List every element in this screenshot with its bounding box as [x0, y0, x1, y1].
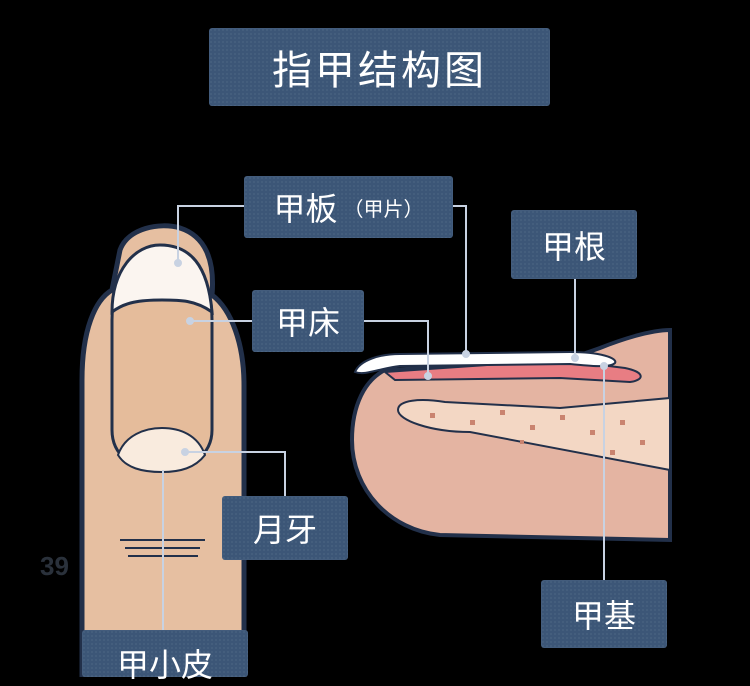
- label-cuticle: 甲小皮: [82, 630, 248, 684]
- label-nail-plate-alt: （甲片）: [343, 196, 424, 221]
- label-nail-plate: 甲板 （甲片）: [244, 176, 453, 238]
- watermark-text: 39: [40, 551, 69, 581]
- label-nail-root: 甲根: [511, 210, 637, 279]
- label-nail-bed: 甲床: [252, 290, 364, 352]
- bone-shape: [396, 396, 671, 472]
- nail-plate-side: [353, 350, 617, 375]
- nail-free-edge: [110, 243, 214, 316]
- label-nail-plate-text: 甲板: [273, 190, 338, 228]
- label-lunula: 月牙: [222, 496, 348, 560]
- page-title: 指甲结构图: [209, 28, 550, 106]
- label-nail-matrix: 甲基: [541, 580, 667, 648]
- leader-lines: [162, 205, 608, 630]
- lunula-shape: [116, 426, 207, 474]
- bone-dots: [430, 410, 645, 455]
